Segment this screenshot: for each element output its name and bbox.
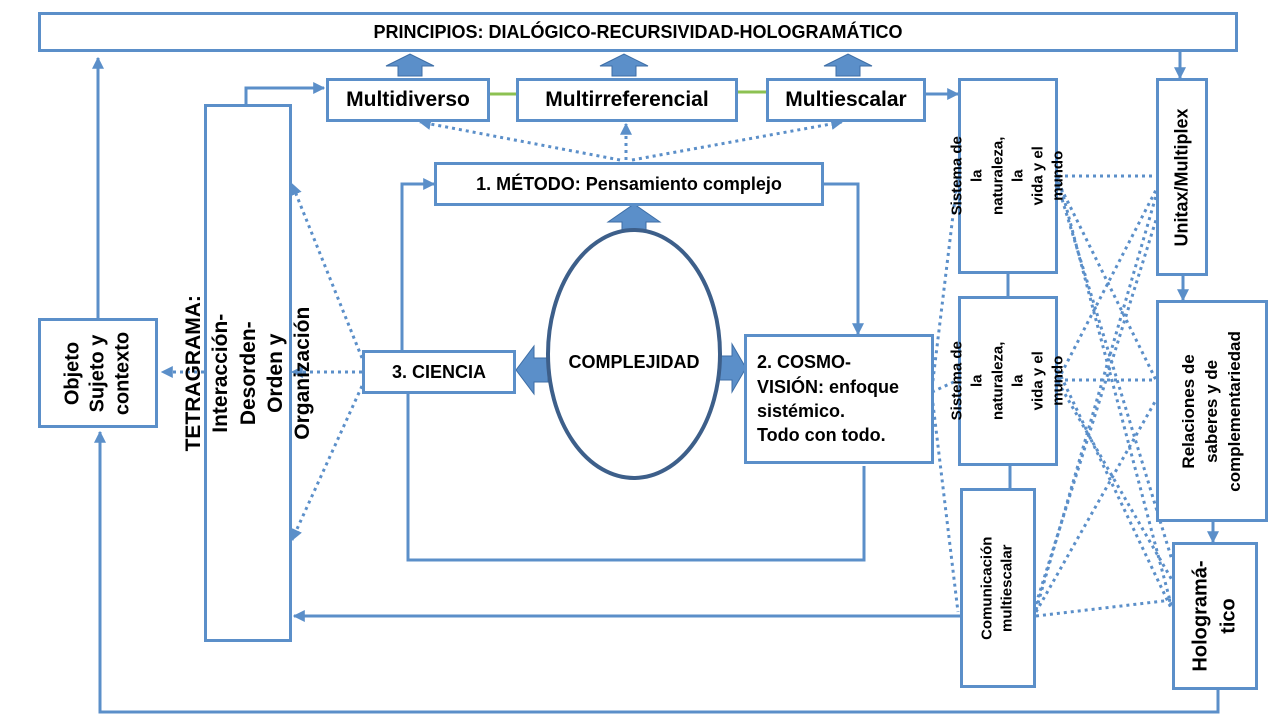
dotted-com-holo: [1035, 598, 1173, 618]
principios-box: PRINCIPIOS: DIALÓGICO-RECURSIVIDAD-HOLOG…: [38, 12, 1238, 52]
dotted-com-relaciones: [1034, 399, 1158, 613]
line-tetragrama-to-multidiverso: [244, 82, 326, 104]
hologramatico-box: Hologramá- tico: [1172, 542, 1258, 690]
dotted-s2-holo-b: [1056, 369, 1174, 611]
tetragrama-label: TETRAGRAMA: Interacción-Desorden- Orden …: [181, 294, 314, 452]
multirreferencial-label: Multirreferencial: [545, 88, 709, 111]
dotted-s2-unitax: [1056, 189, 1158, 381]
dotted-metodo-multiescalar: [631, 118, 844, 162]
line-ciencia-cosmo-loop: [406, 394, 866, 562]
sistema-label-2: Sistema de la naturaleza, la vida y el m…: [948, 341, 1067, 421]
block-arrow-up-metodo: [606, 203, 662, 233]
block-arrows: [385, 53, 873, 396]
dotted-s1-holo: [1056, 175, 1174, 609]
ciencia-label: 3. CIENCIA: [391, 361, 487, 382]
block-arrow-multiescalar: [823, 53, 873, 77]
block-arrow-left-ciencia: [515, 344, 549, 396]
comunicacion-box: Comunicación multiescalar: [960, 488, 1036, 688]
cosmovision-label: 2. COSMO- VISIÓN: enfoque sistémico. Tod…: [757, 352, 900, 446]
dotted-s1-holo-b: [1056, 185, 1174, 561]
block-arrow-multirref: [599, 53, 649, 77]
multidiverso-box: Multidiverso: [326, 78, 490, 122]
block-arrow-right-cosmo: [717, 342, 747, 394]
solid-connectors: [92, 52, 1220, 714]
multidiverso-label: Multidiverso: [346, 88, 470, 111]
dotted-connectors: [160, 118, 1174, 618]
sistema-label-1: Sistema de la naturaleza, la vida y el m…: [948, 136, 1067, 216]
block-arrow-multidiverso: [385, 53, 435, 77]
multirreferencial-box: Multirreferencial: [516, 78, 738, 122]
comunicacion-label: Comunicación multiescalar: [978, 536, 1017, 640]
multiescalar-label: Multiescalar: [785, 88, 907, 111]
complejidad-label: COMPLEJIDAD: [568, 352, 700, 372]
dotted-s1-relaciones: [1056, 181, 1158, 381]
dotted-ciencia-tetra-top: [290, 182, 364, 359]
relaciones-label: Relaciones de saberes y de complementari…: [1178, 330, 1244, 492]
principios-label: PRINCIPIOS: DIALÓGICO-RECURSIVIDAD-HOLOG…: [373, 21, 903, 42]
objeto-label: Objeto Sujeto y contexto: [61, 331, 134, 415]
unitax-label: Unitax/Multiplex: [1171, 107, 1192, 247]
line-metodo-to-cosmovision: [824, 182, 864, 336]
sistema-box-2: Sistema de la naturaleza, la vida y el m…: [948, 296, 1067, 466]
dotted-cosmo-sistema1: [930, 173, 960, 389]
hologramatico-label: Hologramá- tico: [1190, 560, 1240, 672]
metodo-box: 1. MÉTODO: Pensamiento complejo: [434, 162, 824, 206]
metodo-label: 1. MÉTODO: Pensamiento complejo: [476, 173, 782, 194]
unitax-box: Unitax/Multiplex: [1156, 78, 1208, 276]
tetragrama-box: TETRAGRAMA: Interacción-Desorden- Orden …: [182, 104, 314, 642]
multiescalar-box: Multiescalar: [766, 78, 926, 122]
dotted-s2-holo: [1056, 381, 1174, 581]
sistema-box-1: Sistema de la naturaleza, la vida y el m…: [948, 78, 1067, 274]
dotted-com-unitax: [1034, 195, 1158, 611]
objeto-box: Objeto Sujeto y contexto: [38, 318, 158, 428]
ciencia-box: 3. CIENCIA: [362, 350, 516, 394]
dotted-ciencia-tetra-bottom: [290, 385, 364, 542]
relaciones-box: Relaciones de saberes y de complementari…: [1156, 300, 1268, 522]
complejidad-ellipse: [546, 228, 722, 480]
green-links: [490, 90, 766, 96]
cosmovision-box: 2. COSMO- VISIÓN: enfoque sistémico. Tod…: [744, 334, 934, 464]
dotted-cosmo-comunicacion: [930, 395, 960, 613]
dotted-metodo-multidiverso: [418, 118, 621, 162]
line-ciencia-to-metodo: [400, 178, 436, 350]
dotted-cosmo-sistema2: [931, 378, 959, 394]
